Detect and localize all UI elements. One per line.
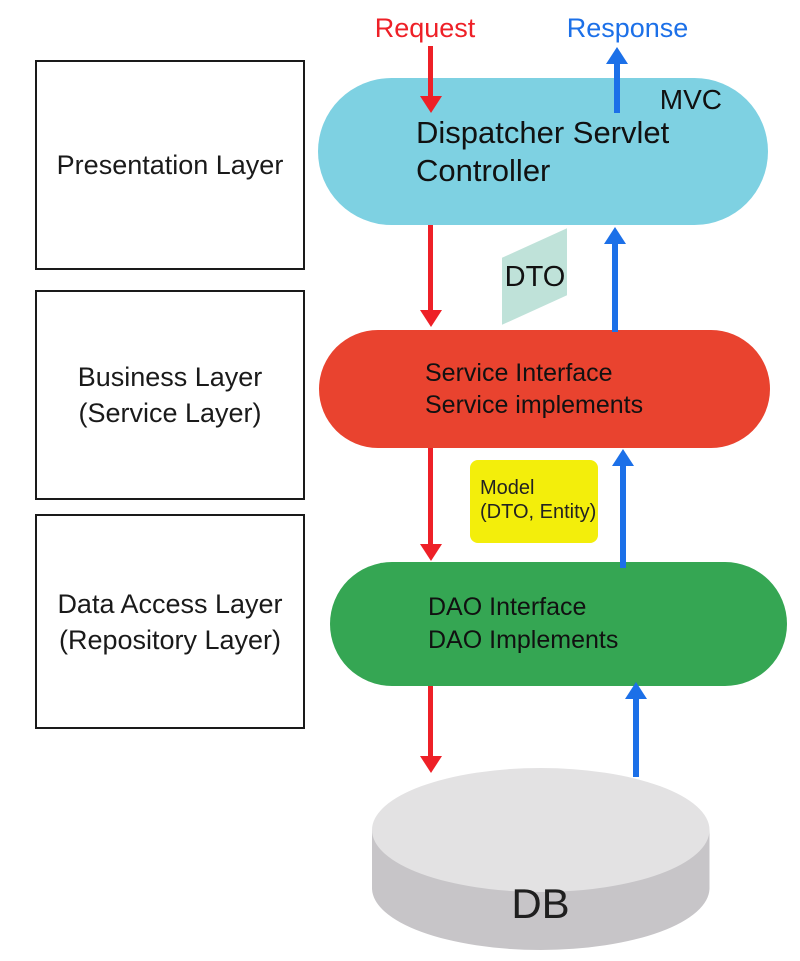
presentation-layer-box: Presentation Layer — [35, 60, 305, 270]
model-label-line1: Model — [480, 477, 535, 499]
controller-label-line1: Dispatcher Servlet — [416, 114, 670, 150]
controller-pill: MVC Dispatcher Servlet Controller — [318, 78, 768, 225]
presentation-layer-label: Presentation Layer — [56, 150, 284, 180]
controller-label-line2: Controller — [416, 152, 551, 188]
dao-label-line2: DAO Implements — [428, 626, 619, 654]
dto-label: DTO — [504, 261, 566, 293]
dao-pill: DAO Interface DAO Implements — [330, 562, 787, 686]
business-layer-box: Business Layer (Service Layer) — [35, 290, 305, 500]
db-cylinder-top — [372, 768, 710, 892]
data-access-layer-label-line2: (Repository Layer) — [58, 624, 282, 655]
service-label-line2: Service implements — [425, 391, 644, 419]
business-layer-label-line2: (Service Layer) — [78, 398, 262, 428]
service-pill: Service Interface Service implements — [319, 330, 770, 448]
response-label: Response — [566, 13, 689, 43]
data-access-layer-label: Data Access Layer — [57, 588, 283, 619]
mvc-badge: MVC — [659, 84, 722, 115]
dao-label-line1: DAO Interface — [428, 593, 587, 621]
db-label: DB — [511, 880, 570, 927]
model-box: Model (DTO, Entity) — [470, 460, 598, 543]
request-label: Request — [374, 13, 476, 43]
data-access-layer-box: Data Access Layer (Repository Layer) — [35, 514, 305, 729]
business-layer-label: Business Layer — [77, 362, 263, 392]
model-label-line2: (DTO, Entity) — [480, 501, 597, 523]
db-cylinder — [372, 768, 710, 950]
service-label-line1: Service Interface — [425, 359, 613, 387]
